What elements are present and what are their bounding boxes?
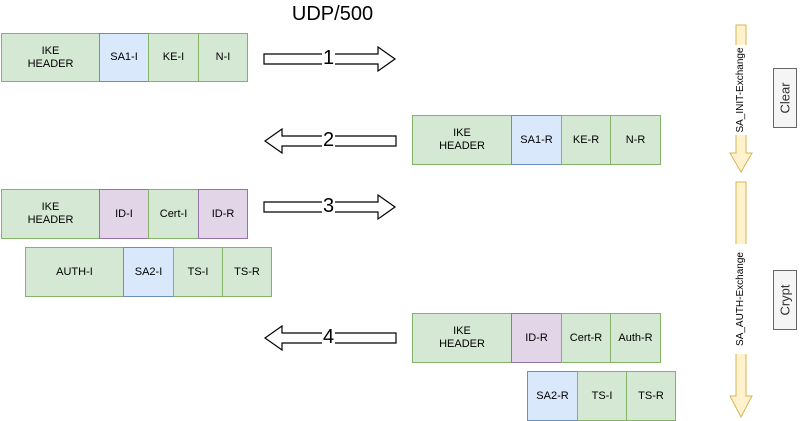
msg4-ts-r: TS-R xyxy=(626,371,676,421)
msg1-n-i: N-I xyxy=(198,33,248,82)
msg2-n-r: N-R xyxy=(610,115,661,165)
msg4-sa2-r: SA2-R xyxy=(527,371,578,421)
message-number-2: 2 xyxy=(322,129,336,151)
crypt-state-label: Crypt xyxy=(777,284,793,316)
msg3-auth-i: AUTH-I xyxy=(25,247,124,297)
msg3-cert-i: Cert-I xyxy=(148,189,199,239)
msg2-ke-r: KE-R xyxy=(561,115,611,165)
msg4-id-r: ID-R xyxy=(511,313,562,363)
msg2-sa1-r: SA1-R xyxy=(511,115,562,165)
msg4-ts-i: TS-I xyxy=(577,371,627,421)
message-number-3: 3 xyxy=(322,195,336,217)
msg1-sa1-i: SA1-I xyxy=(99,33,149,82)
clear-state-label: Clear xyxy=(777,82,793,114)
msg4-auth-r: Auth-R xyxy=(610,313,661,363)
msg4-ike-header: IKE HEADER xyxy=(412,313,512,363)
diagram-title: UDP/500 xyxy=(291,3,374,25)
sa-init-exchange-label: SA_INIT-Exchange xyxy=(735,45,747,135)
sa-auth-exchange-label: SA_AUTH-Exchange xyxy=(735,244,747,354)
message-number-1: 1 xyxy=(322,47,336,69)
msg3-ts-i: TS-I xyxy=(173,247,223,297)
message-number-4: 4 xyxy=(322,326,336,348)
crypt-state-box: Crypt xyxy=(773,270,797,330)
msg4-cert-r: Cert-R xyxy=(561,313,611,363)
msg3-ike-header: IKE HEADER xyxy=(1,189,100,239)
clear-state-box: Clear xyxy=(773,68,797,128)
msg1-ike-header: IKE HEADER xyxy=(1,33,100,82)
msg2-ike-header: IKE HEADER xyxy=(412,115,512,165)
msg1-ke-i: KE-I xyxy=(148,33,199,82)
msg3-id-r: ID-R xyxy=(198,189,248,239)
msg3-sa2-i: SA2-I xyxy=(123,247,174,297)
msg3-ts-r: TS-R xyxy=(222,247,272,297)
msg3-id-i: ID-I xyxy=(99,189,149,239)
